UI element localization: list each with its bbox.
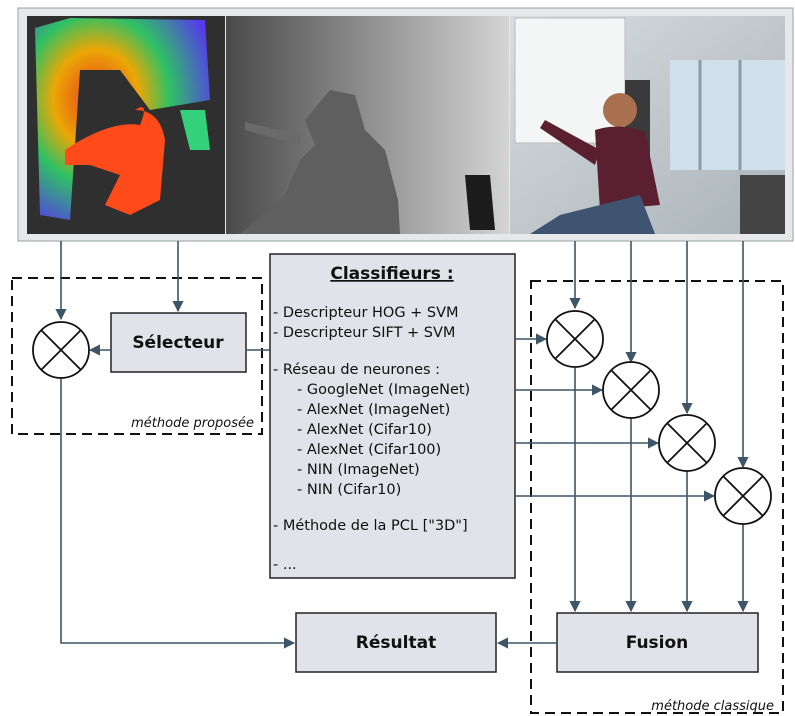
input-images-strip — [17, 7, 794, 242]
multiplier-icon — [546, 310, 604, 368]
classifier-item: - GoogleNet (ImageNet) — [297, 382, 470, 398]
classifier-item: - AlexNet (ImageNet) — [297, 402, 450, 418]
classifiers-box — [269, 253, 516, 579]
fusion-label: Fusion — [626, 633, 689, 653]
classifier-item: - NIN (Cifar10) — [297, 482, 401, 498]
fusion-box — [556, 612, 759, 673]
selector-label: Sélecteur — [132, 333, 224, 353]
classifier-item: - Réseau de neurones : — [273, 362, 440, 378]
classifier-item: - NIN (ImageNet) — [297, 462, 420, 478]
result-label: Résultat — [356, 633, 436, 653]
connectors — [55, 241, 749, 649]
multiplier-icon — [714, 467, 772, 525]
classifier-item: - AlexNet (Cifar10) — [297, 422, 432, 438]
classic-method-label: méthode classique — [651, 699, 774, 714]
classic-method-group — [530, 280, 784, 714]
classifier-item: - AlexNet (Cifar100) — [297, 442, 441, 458]
proposed-method-label: méthode proposée — [131, 416, 254, 431]
proposed-method-group — [11, 277, 263, 435]
classifiers-title: Classifieurs : — [330, 264, 453, 284]
multiplier-icon — [602, 361, 660, 419]
depth-map-image — [226, 16, 509, 234]
multiplier-icon — [32, 321, 90, 379]
point-cloud-image — [27, 16, 225, 234]
classifier-item: - ... — [273, 557, 297, 573]
classifier-item: - Descripteur SIFT + SVM — [273, 325, 455, 341]
classifier-item: - Descripteur HOG + SVM — [273, 305, 459, 321]
rgb-photo-image — [510, 16, 785, 234]
classifier-item: - Méthode de la PCL ["3D"] — [273, 518, 468, 534]
multiplier-icon — [658, 414, 716, 472]
result-box — [295, 612, 497, 673]
selector-box — [110, 312, 247, 373]
